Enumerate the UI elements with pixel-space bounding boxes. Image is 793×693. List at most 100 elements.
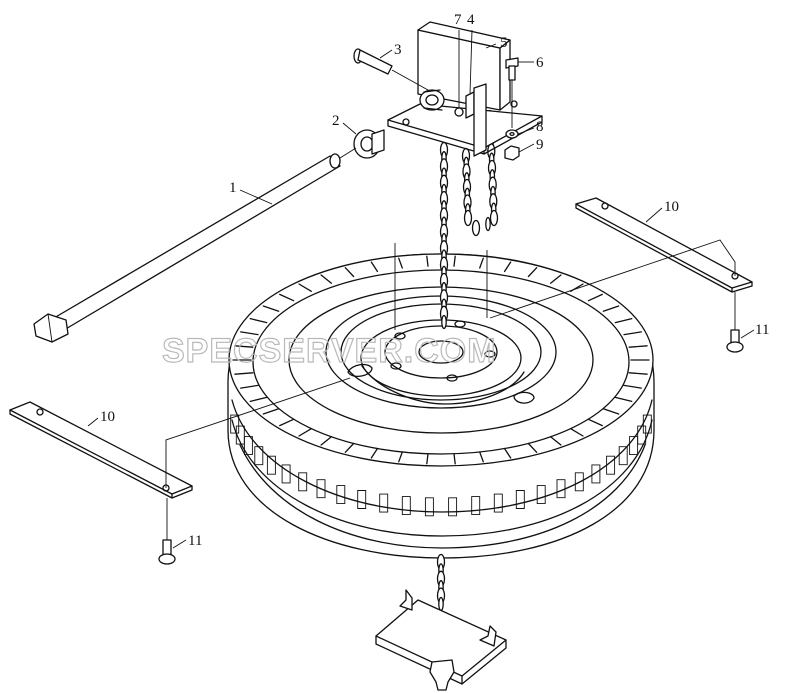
bracket-plate-edge: [483, 115, 543, 155]
wheel-rim-ring: [340, 303, 542, 401]
tread-lug: [398, 257, 403, 269]
clamp-hook: [429, 659, 455, 691]
tread-lug: [527, 442, 538, 453]
tread-lug: [614, 317, 633, 324]
tread-lug: [587, 418, 603, 427]
tread-lug: [602, 408, 620, 415]
stud-hole: [484, 350, 496, 358]
tread-lug: [479, 257, 484, 269]
reference-line: [165, 377, 351, 488]
washer-8: [505, 129, 519, 139]
strap-10-lower: [9, 401, 193, 499]
tread-block: [556, 479, 566, 499]
stud-hole: [446, 374, 458, 382]
strap-edge: [575, 203, 753, 293]
strap-edge: [9, 409, 193, 499]
crank-bar-1: [33, 153, 341, 343]
bolt-head: [726, 341, 744, 353]
tread-lug: [426, 453, 429, 465]
callout-2: 2: [332, 113, 340, 129]
watermark: SPECSERVER.COM: [162, 332, 497, 370]
tread-lug: [602, 305, 620, 312]
mount-hole: [510, 100, 518, 108]
tread-lugs: [230, 255, 652, 517]
callout-1: 1: [229, 180, 237, 196]
tread-lug: [623, 384, 642, 389]
stud-hole: [454, 320, 466, 328]
tread-lug: [249, 317, 268, 324]
strap-hole: [601, 202, 609, 210]
tread-block: [281, 464, 291, 484]
tread-lug: [398, 451, 403, 463]
callout-labels: 1 2 3 4 5 6 7 8 9 10 10 11 11: [100, 12, 769, 549]
callout-10-upper: 10: [664, 199, 679, 215]
leader-5: [485, 43, 497, 49]
washer: [505, 129, 519, 139]
bolt-11-left: [158, 539, 176, 565]
bolt-shank: [508, 65, 516, 81]
chain-link: [463, 209, 473, 227]
tread-block: [448, 497, 458, 517]
chain-link: [441, 314, 447, 330]
winding-drum-bore: [425, 94, 439, 106]
vent-hole: [347, 363, 373, 378]
tread-block: [591, 464, 601, 484]
chain-link: [485, 216, 491, 232]
tread-lug: [623, 331, 642, 336]
tread-block: [424, 497, 434, 517]
wheel-hub-face: [384, 325, 498, 379]
bracket-arm: [473, 83, 487, 157]
tread-lug: [234, 372, 254, 375]
winding-drum-body: [423, 89, 443, 111]
tread-block: [493, 493, 503, 513]
callout-6: 6: [536, 55, 544, 71]
bolt-6: [505, 57, 519, 81]
tread-lug: [570, 428, 584, 437]
leader-4: [469, 29, 473, 95]
tread-lug: [549, 436, 562, 446]
callout-5: 5: [500, 35, 508, 51]
tread-lug: [240, 331, 259, 336]
callout-3: 3: [394, 42, 402, 58]
tread-lug: [503, 447, 512, 459]
latch-slot: [465, 91, 475, 119]
tread-lug: [370, 261, 379, 273]
tread-block: [298, 472, 308, 492]
winding-drum: [419, 89, 445, 111]
tread-lug: [527, 267, 538, 278]
tread-lug: [453, 453, 456, 465]
tread-lug: [249, 396, 268, 403]
leader-10-upper: [645, 207, 663, 223]
clamp-plate-edge: [375, 635, 507, 685]
tread-lug: [320, 274, 333, 284]
stud-hole: [394, 332, 406, 340]
leader-11-right: [740, 329, 755, 339]
bushing-collar: [371, 129, 385, 155]
tread-lug: [344, 267, 355, 278]
tread-lug: [262, 305, 280, 312]
tread-block: [401, 496, 411, 516]
callout-9: 9: [536, 137, 544, 153]
tread-lug: [279, 418, 295, 427]
tread-block: [536, 485, 546, 505]
bolt-head: [158, 553, 176, 565]
tread-block: [243, 436, 253, 456]
tread-lug: [628, 345, 648, 348]
wheel-disc: [361, 365, 525, 405]
callout-11-right: 11: [755, 322, 769, 338]
washer-bore: [509, 131, 515, 137]
bolt-11-right: [726, 329, 744, 353]
chain-link: [489, 209, 499, 227]
tread-lug: [503, 261, 512, 273]
tread-lug: [298, 428, 312, 437]
bracket-base-plate: [387, 103, 543, 149]
callout-7: 7: [454, 12, 462, 28]
tread-block: [606, 455, 616, 475]
wheel-rim-well: [360, 319, 522, 397]
callout-leaders: [87, 29, 755, 549]
wheel-center-bore: [418, 340, 464, 364]
tread-lug: [320, 436, 333, 446]
hoist-bracket: [387, 21, 543, 157]
strap-hole: [36, 408, 44, 416]
